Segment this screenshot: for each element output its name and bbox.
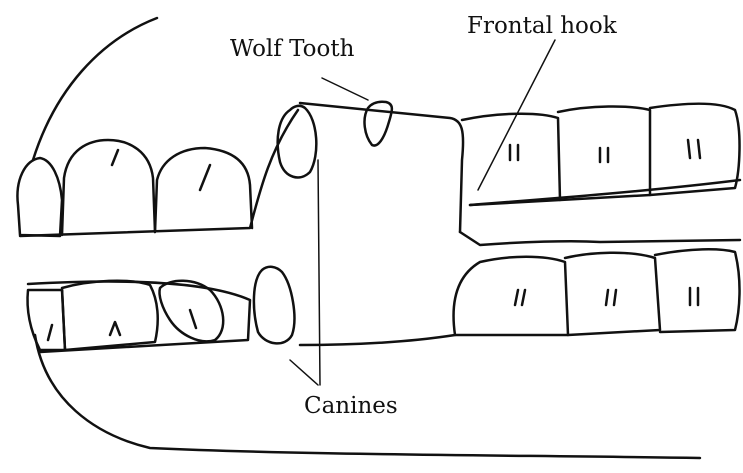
- upper-row-bottom: [470, 180, 740, 205]
- canines-pointer-upper: [318, 160, 320, 385]
- canines-label: Canines: [304, 395, 398, 418]
- upper-incisor-1: [17, 158, 62, 236]
- wolf-tooth-shape: [365, 102, 392, 146]
- lower-incisor-mark-2: [110, 322, 120, 335]
- upper-canine: [278, 106, 317, 178]
- upper-cheek-tooth-2: [558, 106, 650, 200]
- upper-incisor-mark-1: [112, 150, 118, 165]
- lower-cheek-tooth-2: [565, 253, 660, 335]
- lower-incisor-1: [28, 290, 66, 350]
- wolf-tooth-label: Wolf Tooth: [230, 38, 354, 61]
- frontal-hook-edge: [460, 232, 740, 245]
- upper-molar-block: [300, 103, 463, 232]
- lower-cheek-tooth-1: [454, 257, 568, 335]
- wolf-tooth-pointer: [322, 78, 368, 100]
- canines-pointer-lower: [290, 360, 318, 385]
- lower-molar-block: [300, 335, 455, 345]
- lower-cheek-mark-1: [515, 290, 525, 305]
- upper-incisor-mark-2: [200, 165, 210, 190]
- upper-cheek-mark-2: [600, 148, 608, 162]
- lower-canine: [254, 267, 294, 344]
- upper-cheek-mark-1: [510, 145, 518, 160]
- upper-cheek-mark-3: [688, 140, 700, 158]
- upper-incisor-2: [62, 140, 155, 235]
- lower-incisor-mark-3: [190, 310, 196, 328]
- lower-cheek-mark-2: [606, 290, 616, 305]
- lower-incisor-2: [62, 281, 158, 350]
- upper-incisor-3: [155, 148, 252, 232]
- lower-incisor-mark-1: [48, 325, 52, 340]
- frontal-hook-label: Frontal hook: [467, 15, 617, 38]
- lower-cheek-mark-3: [690, 288, 698, 305]
- upper-jaw-outline: [33, 18, 157, 160]
